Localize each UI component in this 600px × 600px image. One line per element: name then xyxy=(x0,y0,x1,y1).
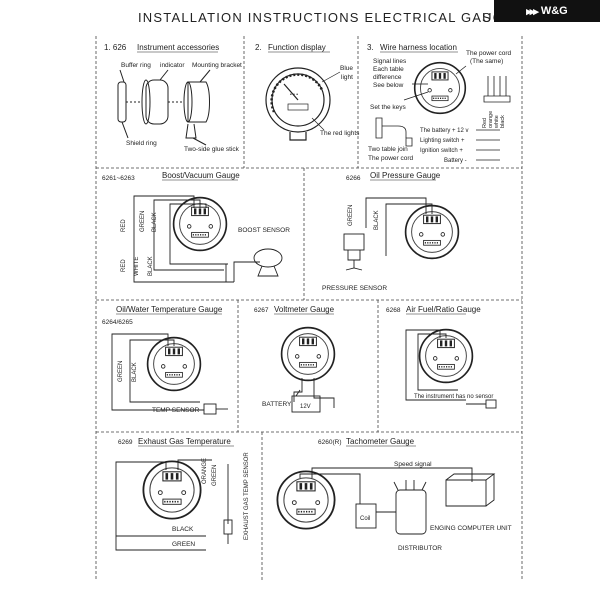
lighting-switch-label: Lighting switch + xyxy=(420,138,465,144)
the-same-label: (The same) xyxy=(470,58,503,65)
panel-tachometer: 6260(R) Tachometer Gauge Speed signal Co… xyxy=(276,437,512,552)
temp-sensor-label: TEMP SENSOR xyxy=(152,407,200,414)
brand-logo-icon: ▸▸▸ xyxy=(526,5,539,18)
see-below-label: See below xyxy=(373,82,404,89)
blue-light-label: Blue xyxy=(340,65,353,72)
battery-label: BATTERY xyxy=(262,401,292,408)
exhaust-sensor-label: EXHAUST GAS TEMP SENSOR xyxy=(244,452,250,540)
oilwater-heading: Oil/Water Temperature Gauge xyxy=(116,305,223,314)
page-title: INSTALLATION INSTRUCTIONS ELECTRICAL GAU… xyxy=(138,10,524,25)
buffer-ring-label: Buffer ring xyxy=(121,62,151,69)
oilwater-wire-black: BLACK xyxy=(132,362,138,382)
tacho-heading: Tachometer Gauge xyxy=(346,437,415,446)
distributor-label: DISTRIBUTOR xyxy=(398,545,442,552)
oilpressure-wire-black: BLACK xyxy=(374,210,380,230)
wire-orange-label: orange xyxy=(488,111,494,128)
power-cord-label: The power cord xyxy=(466,50,512,57)
difference-label: difference xyxy=(373,74,402,81)
oilpressure-heading: Oil Pressure Gauge xyxy=(370,171,441,180)
wire-white-label: white xyxy=(494,115,500,129)
two-side-glue-label: Two-side glue stick xyxy=(184,146,240,153)
panel3-heading: Wire harness location xyxy=(380,43,457,52)
panel-exhaust-gas: 6269 Exhaust Gas Temperature ORANGE GREE… xyxy=(115,437,250,551)
mounting-bracket-label: Mounting bracket xyxy=(192,62,242,69)
panel1-number: 1. 626 xyxy=(104,43,127,52)
panel-boost-vacuum: 6261~6263 Boost/Vacuum Gauge RED GREEN B… xyxy=(102,171,290,283)
wire-black-label: black xyxy=(500,115,506,128)
oilpressure-wire-green: GREEN xyxy=(348,205,354,226)
panel-voltmeter: 6267 Voltmeter Gauge BATTERY 12V xyxy=(254,305,336,413)
boost-wire-red-2: RED xyxy=(121,259,127,272)
power-cord-label-2: The power cord xyxy=(368,155,414,162)
airfuel-number: 6268 xyxy=(386,307,401,314)
airfuel-note: The instrument has no sensor xyxy=(414,394,493,400)
boost-wire-black-2: BLACK xyxy=(148,256,154,276)
panel-instrument-accessories: 1. 626 Instrument accessories Buffer rin… xyxy=(104,43,242,153)
two-table-join-label: Two table join xyxy=(368,146,408,153)
panel-oil-water-temp: Oil/Water Temperature Gauge 6264/6265 GR… xyxy=(102,305,228,415)
oilwater-wire-green: GREEN xyxy=(118,361,124,382)
battery-volts-label: 12V xyxy=(300,404,311,410)
panel3-number: 3. xyxy=(367,43,374,52)
battery-12v-label: The battery + 12 v xyxy=(420,128,469,134)
set-keys-label: Set the keys xyxy=(370,104,407,111)
boost-number: 6261~6263 xyxy=(102,175,135,182)
wire-red-label: Red xyxy=(482,118,488,128)
tacho-number: 6260(R) xyxy=(318,439,341,446)
airfuel-heading: Air Fuel/Ratio Gauge xyxy=(406,305,481,314)
blue-light-label-2: light xyxy=(341,74,353,81)
battery-negative-label: Battery - xyxy=(444,158,467,164)
indicator-label: indicator xyxy=(160,62,185,69)
page-title-tail: S xyxy=(482,10,491,25)
boost-wire-white: WHITE xyxy=(134,257,140,276)
boost-wire-black-1: BLACK xyxy=(152,212,158,232)
boost-wire-green: GREEN xyxy=(140,211,146,232)
ignition-switch-label: Ignition switch + xyxy=(420,148,463,154)
exhaust-heading: Exhaust Gas Temperature xyxy=(138,437,231,446)
panel2-heading: Function display xyxy=(268,43,326,52)
voltmeter-heading: Voltmeter Gauge xyxy=(274,305,335,314)
brand-name: W&G xyxy=(540,5,568,17)
signal-lines-label: Signal lines xyxy=(373,58,407,65)
ecu-label: ENGING COMPUTER UNIT xyxy=(430,525,512,532)
oilpressure-number: 6266 xyxy=(346,175,361,182)
shield-ring-label: Shield ring xyxy=(126,140,157,147)
boost-wire-red-1: RED xyxy=(121,219,127,232)
boost-sensor-label: BOOST SENSOR xyxy=(238,227,290,234)
exhaust-number: 6269 xyxy=(118,439,133,446)
exhaust-green-label: GREEN xyxy=(172,541,195,548)
panel1-heading: Instrument accessories xyxy=(137,43,219,52)
panel-oil-pressure: 6266 Oil Pressure Gauge GREEN BLACK PRES… xyxy=(322,171,460,292)
panel2-number: 2. xyxy=(255,43,262,52)
boost-heading: Boost/Vacuum Gauge xyxy=(162,171,240,180)
speed-signal-label: Speed signal xyxy=(394,461,432,468)
brand-badge: ▸▸▸ W&G xyxy=(494,0,600,22)
pressure-sensor-label: PRESSURE SENSOR xyxy=(322,285,387,292)
voltmeter-number: 6267 xyxy=(254,307,269,314)
exhaust-wire-green-vertical: GREEN xyxy=(212,465,218,486)
red-lights-label: The red lights xyxy=(320,130,360,137)
panel-function-display: 2. Function display • • • Blue light The… xyxy=(255,43,360,141)
gauge-face-scale: • • • xyxy=(290,92,298,98)
panel-wire-harness: 3. Wire harness location The power cord … xyxy=(367,43,512,164)
exhaust-black-label: BLACK xyxy=(172,526,194,533)
coil-label: Coil xyxy=(360,516,370,522)
each-table-label: Each table xyxy=(373,66,404,73)
oilwater-number: 6264/6265 xyxy=(102,319,133,326)
instruction-sheet xyxy=(96,0,522,590)
exhaust-wire-orange: ORANGE xyxy=(202,458,208,484)
panel-air-fuel: 6268 Air Fuel/Ratio Gauge The instrument… xyxy=(386,305,497,409)
